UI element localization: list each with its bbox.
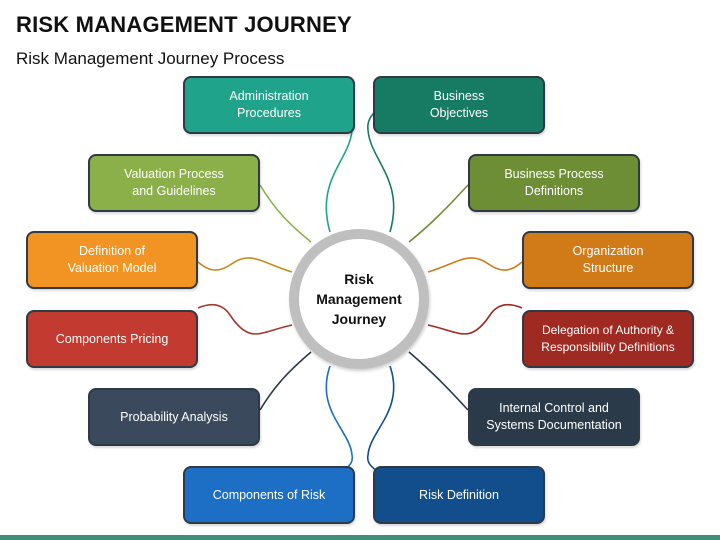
center-hub-label: Risk Management Journey [299,239,419,359]
connector-organization [427,257,523,273]
connector-components-risk [325,365,354,471]
box-components-pricing: Components Pricing [26,310,198,368]
page-subtitle: Risk Management Journey Process [16,49,285,68]
connector-internal-control [408,351,469,411]
box-label: Delegation of Authority & Responsibility… [541,323,675,354]
box-label: Business Process Definitions [504,167,604,198]
page-title: RISK MANAGEMENT JOURNEY [16,12,352,37]
box-label: Organization Structure [572,244,644,275]
footer-bar [0,535,720,540]
box-label: Risk Definition [419,487,499,502]
box-business-process: Business Process Definitions [468,154,640,212]
box-label: Definition of Valuation Model [67,244,157,275]
connector-business-process [408,184,469,243]
box-components-of-risk: Components of Risk [183,466,355,524]
box-label: Valuation Process and Guidelines [124,167,224,198]
box-administration-procedures: Administration Procedures [183,76,355,134]
box-business-objectives: Business Objectives [373,76,545,134]
connector-risk-definition [366,365,395,471]
box-label: Administration Procedures [229,89,309,120]
box-label: Internal Control and Systems Documentati… [486,401,622,432]
box-label: Components of Risk [212,487,326,502]
box-delegation-of-authority: Delegation of Authority & Responsibility… [522,310,694,368]
connector-components-pricing [197,303,293,335]
connector-delegation [427,303,523,335]
box-label: Business Objectives [429,89,489,120]
box-probability-analysis: Probability Analysis [88,388,260,446]
box-organization-structure: Organization Structure [522,231,694,289]
box-label: Probability Analysis [120,409,228,424]
connector-valuation-process [259,184,312,243]
center-hub: Risk Management Journey [289,229,429,369]
box-risk-definition: Risk Definition [373,466,545,524]
connector-probability [259,351,312,411]
box-valuation-model: Definition of Valuation Model [26,231,198,289]
box-valuation-process: Valuation Process and Guidelines [88,154,260,212]
box-label: Components Pricing [55,331,169,346]
connector-valuation-model [197,257,293,273]
box-internal-control: Internal Control and Systems Documentati… [468,388,640,446]
